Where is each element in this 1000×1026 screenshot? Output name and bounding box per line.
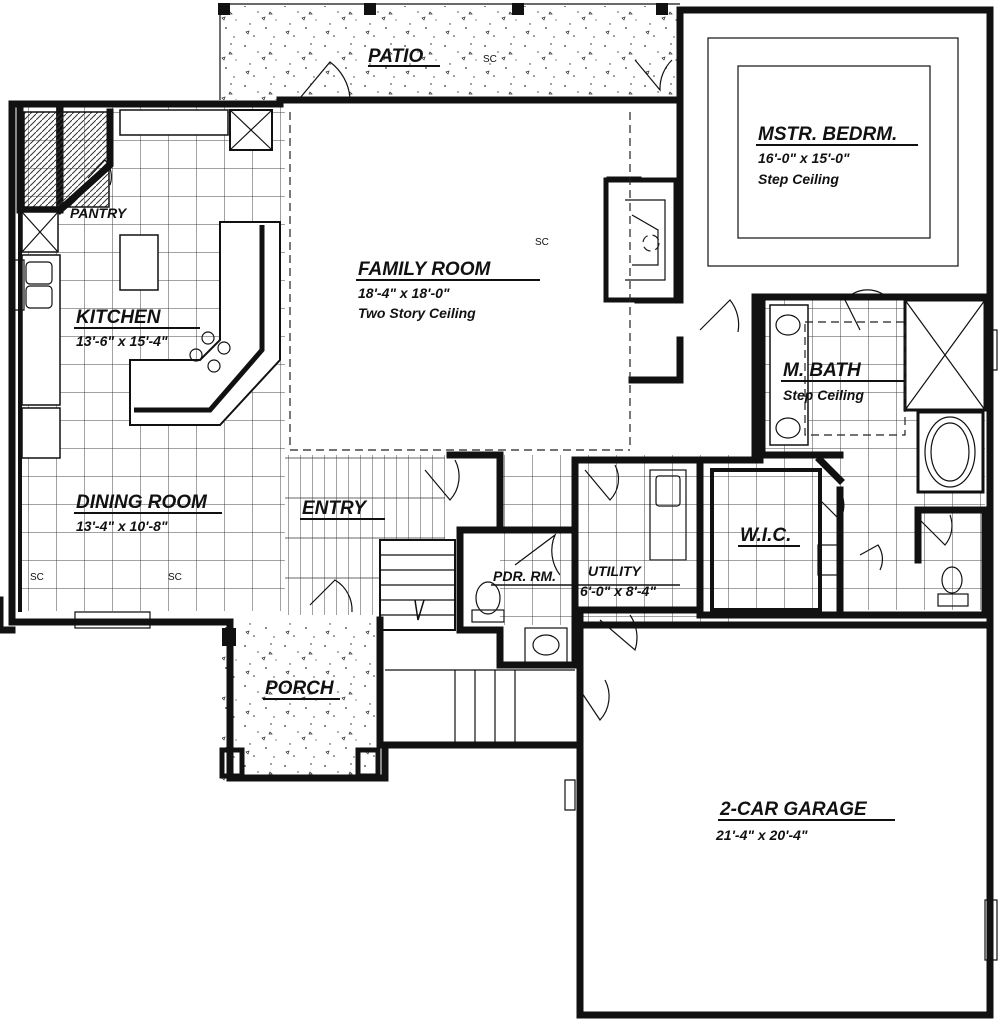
- dining-room-size: 13'-4" x 10'-8": [76, 518, 168, 534]
- family-room-note: Two Story Ceiling: [358, 305, 476, 321]
- dining-sc-mark-2: SC: [168, 572, 182, 583]
- kitchen-label: KITCHEN: [76, 307, 162, 328]
- family-room-label: FAMILY ROOM: [358, 259, 491, 280]
- room-labels: PATIO SC MSTR. BEDRM. 16'-0" x 15'-0" St…: [30, 46, 897, 843]
- family-sc-mark: SC: [535, 237, 549, 248]
- master-bath-note: Step Ceiling: [783, 387, 864, 403]
- pantry-label: PANTRY: [70, 205, 128, 221]
- ceiling-lines: [289, 37, 959, 451]
- entry-label: ENTRY: [302, 498, 368, 519]
- powder-room-label: PDR. RM.: [493, 568, 556, 584]
- family-room-size: 18'-4" x 18'-0": [358, 285, 450, 301]
- exterior-walls: [0, 3, 994, 1019]
- dining-sc-mark-1: SC: [30, 572, 44, 583]
- garage-label: 2-CAR GARAGE: [719, 799, 868, 820]
- windows: [9, 259, 998, 961]
- master-bedroom-size: 16'-0" x 15'-0": [758, 150, 850, 166]
- master-bedroom-label: MSTR. BEDRM.: [758, 124, 897, 145]
- label-underlines: [74, 65, 918, 821]
- master-bedroom-note: Step Ceiling: [758, 171, 839, 187]
- utility-label: UTILITY: [588, 563, 643, 579]
- utility-size: 6'-0" x 8'-4": [580, 583, 656, 599]
- master-bath-label: M. BATH: [783, 360, 862, 381]
- garage-size: 21'-4" x 20'-4": [715, 827, 808, 843]
- patio-label: PATIO: [368, 46, 423, 67]
- door-swings: [87, 59, 953, 721]
- porch-label: PORCH: [265, 678, 335, 699]
- patio-sc-mark: SC: [483, 54, 497, 65]
- kitchen-size: 13'-6" x 15'-4": [76, 333, 168, 349]
- interior-walls: [16, 96, 994, 749]
- wic-label: W.I.C.: [740, 525, 791, 546]
- dining-room-label: DINING ROOM: [76, 492, 208, 513]
